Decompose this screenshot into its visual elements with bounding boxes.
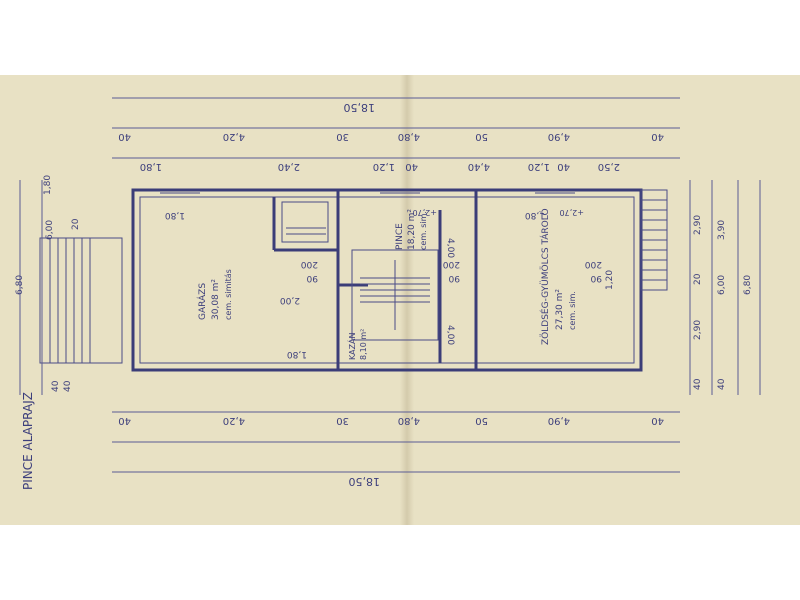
labels: 18,50 18,50 40 4,20 30 4,80 50 4,90 40 1… bbox=[15, 101, 753, 490]
door-label-12: 1,20 bbox=[605, 270, 615, 290]
left-dim-4: 6,80 bbox=[15, 275, 25, 295]
room-cellar-area: 18,20 m² bbox=[407, 209, 417, 250]
top2-seg-7: 2,50 bbox=[598, 161, 620, 172]
right-dim-5: 6,00 bbox=[717, 275, 727, 295]
right-external-stair bbox=[640, 189, 668, 291]
room-storage-floor: cem. sim. bbox=[568, 291, 577, 330]
room-storage-area: 27,30 m² bbox=[555, 289, 565, 330]
plan-title: PINCE ALAPRAJZ bbox=[21, 392, 35, 490]
floor-plan-drawing bbox=[19, 97, 761, 473]
left-external-stair bbox=[39, 237, 123, 364]
bottom-seg-2: 30 bbox=[336, 415, 349, 426]
bottom-seg-1: 4,20 bbox=[223, 415, 245, 426]
left-dim-0: 40 bbox=[63, 380, 73, 392]
ceiling-mark-0: +2,70 bbox=[412, 208, 437, 217]
room-storage-name: ZÖLDSÉG-GYÜMÖLCS TÁROLÓ bbox=[539, 208, 551, 345]
right-dim-7: 3,90 bbox=[717, 220, 727, 240]
top-seg-1: 4,20 bbox=[223, 131, 245, 142]
left-dim-2: 6,00 bbox=[45, 220, 55, 240]
top-seg-2: 30 bbox=[336, 131, 349, 142]
room-cellar-name: PINCE bbox=[395, 223, 405, 250]
top-seg-3: 4,80 bbox=[398, 131, 420, 142]
door-label-1: 200 bbox=[301, 259, 318, 269]
right-dim-3: 2,90 bbox=[693, 215, 703, 235]
room-garage-floor: cem. simitás bbox=[224, 269, 233, 320]
bottom-seg-6: 40 bbox=[651, 415, 664, 426]
top2-seg-1: 2,40 bbox=[278, 161, 300, 172]
right-dim-1: 2,90 bbox=[693, 320, 703, 340]
bottom-seg-0: 40 bbox=[118, 415, 131, 426]
bottom-seg-4: 50 bbox=[475, 415, 488, 426]
left-dim-5: 1,80 bbox=[43, 175, 53, 195]
top-seg-0: 40 bbox=[118, 131, 131, 142]
door-label-5: 200 bbox=[585, 259, 602, 269]
room-boiler-name: KAZÁN bbox=[346, 332, 357, 360]
stair-well bbox=[281, 201, 329, 243]
top2-seg-5: 1,20 bbox=[528, 161, 550, 172]
right-dim-2: 20 bbox=[693, 273, 703, 285]
top-seg-5: 4,90 bbox=[548, 131, 570, 142]
top-seg-4: 50 bbox=[475, 131, 488, 142]
bottom-seg-3: 4,80 bbox=[398, 415, 420, 426]
door-label-4: 90 bbox=[590, 273, 602, 283]
bottom-seg-5: 4,90 bbox=[548, 415, 570, 426]
ceiling-mark-1: +2,70 bbox=[559, 208, 584, 217]
door-label-6: 1,80 bbox=[165, 210, 185, 220]
door-label-8: 2,00 bbox=[280, 295, 300, 305]
inner-wall-line bbox=[139, 196, 635, 364]
door-label-10: 4,00 bbox=[445, 238, 455, 258]
door-label-11: 4,00 bbox=[445, 325, 455, 345]
overall-bottom-label: 18,50 bbox=[349, 475, 381, 488]
door-label-9: 1,80 bbox=[525, 210, 545, 220]
top2-seg-3: 40 bbox=[405, 161, 418, 172]
door-label-0: 90 bbox=[306, 273, 318, 283]
top2-seg-6: 40 bbox=[557, 161, 570, 172]
top2-seg-4: 4,40 bbox=[468, 161, 490, 172]
top2-seg-0: 1,80 bbox=[140, 161, 162, 172]
top-seg-6: 40 bbox=[651, 131, 664, 142]
left-dim-1: 40 bbox=[51, 380, 61, 392]
room-garage-area: 30,08 m² bbox=[211, 279, 221, 320]
right-dim-6: 6,80 bbox=[743, 275, 753, 295]
door-label-7: 1,80 bbox=[287, 349, 307, 359]
top2-seg-2: 1,20 bbox=[373, 161, 395, 172]
right-dim-4: 40 bbox=[717, 378, 727, 390]
room-garage-name: GARÁZS bbox=[196, 283, 208, 320]
left-dim-3: 20 bbox=[71, 218, 81, 230]
door-label-2: 90 bbox=[448, 273, 460, 283]
right-dim-0: 40 bbox=[693, 378, 703, 390]
door-label-3: 200 bbox=[443, 259, 460, 269]
overall-top-label: 18,50 bbox=[344, 101, 376, 114]
room-boiler-area: 8,10 m² bbox=[359, 329, 368, 360]
central-stair bbox=[351, 249, 439, 341]
room-cellar-floor: cem. sim. bbox=[419, 211, 428, 250]
